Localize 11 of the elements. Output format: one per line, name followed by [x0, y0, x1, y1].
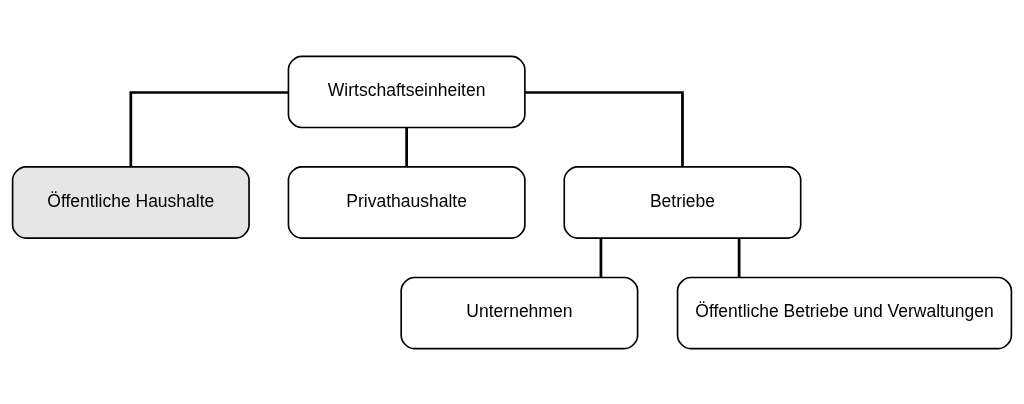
node-box: Öffentliche Betriebe und Verwaltungen — [676, 276, 1013, 349]
node-box: Wirtschaftseinheiten — [287, 55, 526, 128]
connector — [737, 237, 741, 277]
connector — [129, 90, 289, 167]
node-box: Unternehmen — [400, 276, 639, 349]
connector — [599, 237, 603, 277]
node-box: Betriebe — [563, 165, 802, 239]
node-box: Privathaushalte — [287, 165, 526, 239]
connector — [405, 127, 408, 167]
connector — [525, 90, 684, 167]
node-box: Öffentliche Haushalte — [11, 165, 250, 239]
